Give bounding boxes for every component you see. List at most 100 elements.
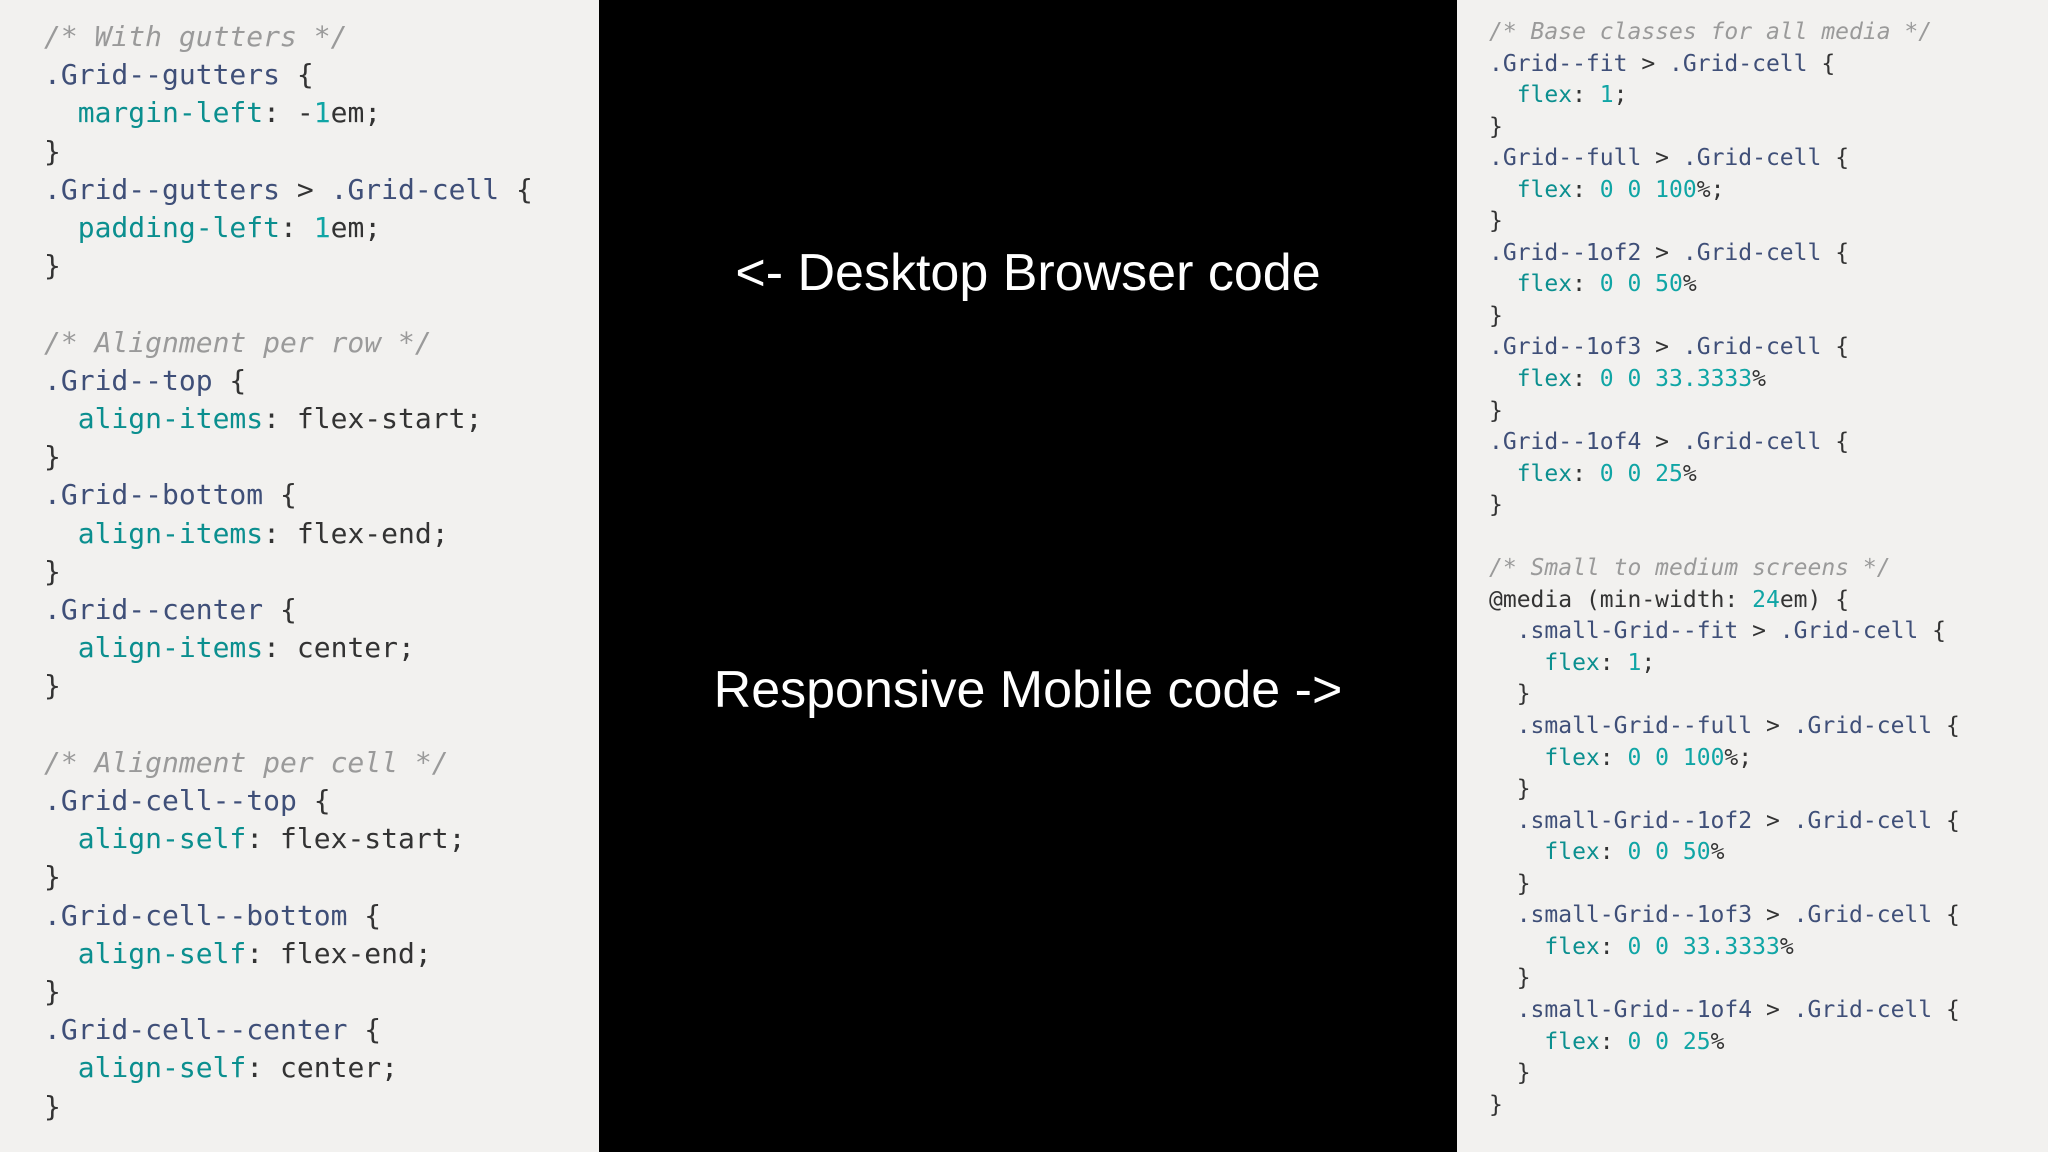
code-token-punct: ; [1641,649,1656,676]
code-token-num: 1 [1627,649,1642,676]
code-line: .Grid--bottom { [44,476,599,514]
code-line: .small-Grid--1of2 > .Grid-cell { [1489,806,2048,838]
code-token-selector: .Grid-cell [330,172,500,206]
code-token-prop: align-self [44,822,247,856]
code-token-selector: .Grid-cell [1682,334,1822,361]
code-token-selector: .Grid--bottom [44,478,264,512]
code-line: align-items: flex-end; [44,515,599,553]
code-line: } [1489,490,2048,522]
code-token-punct: { [280,58,314,92]
code-token-punct: > [1752,902,1794,929]
code-line: } [1489,774,2048,806]
code-line: flex: 0 0 25% [1489,1027,2048,1059]
code-token-punct: } [44,134,61,168]
code-token-punct: > [1738,618,1780,645]
desktop-css-code-block: /* With gutters */.Grid--gutters { margi… [44,18,599,1126]
code-token-punct: } [1489,1091,1503,1118]
code-line: flex: 0 0 50% [1489,269,2048,301]
code-token-selector: .Grid-cell [1793,996,1933,1023]
code-token-punct: { [212,363,247,397]
code-token-punct: } [44,249,61,283]
code-line: /* Alignment per row */ [44,324,599,362]
code-token-prop: align-items [44,631,264,665]
code-token-selector: .Grid-cell--top [44,784,297,818]
code-token-num: 0 0 33.3333 [1627,933,1780,960]
code-token-punct: > [1641,239,1683,266]
code-line: align-self: center; [44,1049,599,1087]
code-token-prop: flex [1489,366,1573,393]
code-line [44,285,599,323]
code-token-val: : center; [263,631,415,665]
code-token-prop: align-self [44,936,247,970]
code-line: .small-Grid--1of4 > .Grid-cell { [1489,995,2048,1027]
code-token-punct: > [1752,713,1794,740]
code-line: .Grid--full > .Grid-cell { [1489,143,2048,175]
code-token-comment: /* Alignment per cell */ [44,745,449,779]
code-line: .Grid--top { [44,362,599,400]
code-line: /* Small to medium screens */ [1489,553,2048,585]
code-token-comment: /* Alignment per row */ [44,325,432,359]
code-line: flex: 0 0 50% [1489,837,2048,869]
code-token-num: 24 [1752,586,1780,613]
code-line: align-self: flex-end; [44,935,599,973]
code-line: } [1489,679,2048,711]
code-token-num: 0 0 50 [1627,839,1711,866]
code-token-punct: { [347,898,382,932]
code-token-num: 0 0 50 [1599,271,1683,298]
code-line: } [44,858,599,896]
code-token-val: : flex-end; [263,516,449,550]
code-token-punct: } [1489,302,1503,329]
code-line: /* Alignment per cell */ [44,744,599,782]
code-token-punct: { [1932,807,1960,834]
code-token-selector: .Grid-cell--center [44,1013,348,1047]
code-token-prop: flex [1489,176,1573,203]
code-token-val: : flex-end; [246,936,432,970]
code-token-num: 1 [313,211,331,245]
code-token-punct: } [44,975,61,1009]
code-token-num: 0 0 100 [1627,744,1725,771]
code-line: .Grid--1of3 > .Grid-cell { [1489,332,2048,364]
code-line: } [1489,1058,2048,1090]
code-line: flex: 1; [1489,648,2048,680]
code-line: flex: 0 0 25% [1489,459,2048,491]
code-token-punct: > [280,172,331,206]
code-token-selector: .Grid-cell [1682,429,1822,456]
code-token-punct: : [1572,271,1600,298]
code-line: } [1489,396,2048,428]
code-token-punct: { [263,478,297,512]
code-token-punct: : [1599,839,1628,866]
code-token-punct: { [1918,618,1946,645]
code-token-punct: : [1572,460,1600,487]
code-line: /* Base classes for all media */ [1489,17,2048,49]
code-token-punct: } [44,1089,61,1123]
code-token-comment: /* Base classes for all media */ [1489,19,1933,45]
code-line: } [1489,1090,2048,1122]
code-token-punct: : [1572,176,1600,203]
code-token-prop: padding-left [44,211,281,245]
code-line: flex: 1; [1489,80,2048,112]
code-token-punct: } [1489,492,1503,519]
code-line: align-items: center; [44,629,599,667]
code-token-selector: .Grid--fit [1489,50,1628,77]
code-token-comment: /* Small to medium screens */ [1489,555,1891,582]
code-token-punct: : [1599,744,1628,771]
code-token-punct: % [1710,1028,1725,1055]
code-token-selector: .small-Grid--1of4 [1489,996,1753,1023]
code-token-punct: } [1489,1060,1531,1087]
code-line: .Grid-cell--center { [44,1011,599,1049]
desktop-browser-caption: <- Desktop Browser code [735,244,1321,302]
code-line: .small-Grid--fit > .Grid-cell { [1489,616,2048,648]
code-token-punct: em) { [1779,586,1850,613]
code-token-punct: { [296,784,331,818]
code-token-selector: .Grid--gutters [44,172,281,206]
code-line: /* With gutters */ [44,18,599,56]
code-token-punct: (min-width: [1572,586,1753,613]
code-token-selector: .Grid-cell [1682,145,1822,172]
code-line: flex: 0 0 100%; [1489,175,2048,207]
code-token-selector: .small-Grid--full [1489,713,1753,740]
code-token-num: 1 [1599,82,1614,109]
code-token-punct: : [1572,82,1600,109]
code-line: .Grid-cell--bottom { [44,897,599,935]
code-token-num: 0 0 25 [1599,460,1683,487]
code-token-comment: /* With gutters */ [44,20,348,53]
